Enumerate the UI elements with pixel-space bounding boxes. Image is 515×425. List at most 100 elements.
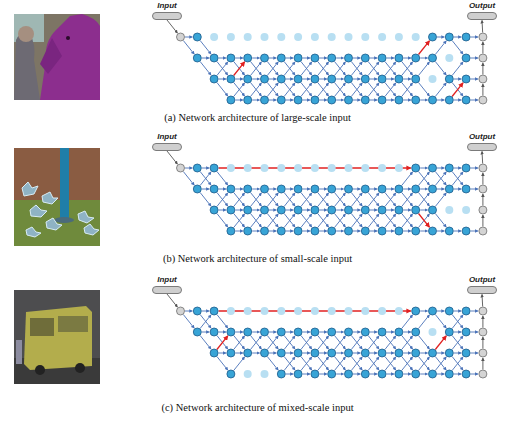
cell-connection [387, 353, 394, 354]
pruned-cell [361, 307, 369, 315]
cell-connection [301, 62, 312, 76]
cell-connection [335, 83, 346, 97]
cell-connection [219, 353, 226, 354]
active-cell [210, 75, 218, 83]
cell-connection [420, 311, 427, 312]
cell-connection [301, 62, 312, 76]
terminal-label: Input [152, 132, 182, 142]
cell-connection [267, 336, 278, 350]
io-terminal: Input [152, 275, 182, 294]
cell-connection [335, 83, 346, 97]
cell-connection [454, 79, 461, 80]
selected-path [435, 336, 446, 350]
cell-connection [303, 58, 310, 59]
cell-connection [353, 79, 360, 80]
active-cell [445, 227, 453, 235]
active-cell [378, 96, 386, 104]
cell-connection [368, 214, 379, 228]
cell-connection [234, 193, 245, 207]
cell-connection [403, 58, 410, 59]
cell-connection [235, 210, 242, 211]
cell-connection [335, 193, 346, 207]
cell-connection [301, 336, 312, 350]
active-cell [395, 206, 403, 214]
pruned-cell [244, 164, 252, 172]
cell-connection [167, 20, 177, 33]
cell-connection [385, 193, 396, 207]
cell-connection [252, 58, 259, 59]
cell-connection [318, 83, 329, 97]
active-cell [395, 328, 403, 336]
cell-connection [419, 62, 430, 76]
cell-connection [167, 294, 177, 307]
cell-connection [336, 231, 343, 232]
pruned-cell [445, 54, 453, 62]
io-cell [479, 75, 487, 83]
cell-connection [454, 311, 461, 312]
cell-connection [301, 193, 312, 207]
cell-connection [303, 332, 310, 333]
active-cell [462, 54, 470, 62]
bird-shape [30, 205, 47, 217]
active-cell [210, 164, 218, 172]
cell-connection [284, 193, 295, 207]
cell-connection [420, 231, 427, 232]
active-cell [244, 206, 252, 214]
active-cell [378, 75, 386, 83]
bird-shape [42, 192, 58, 204]
cell-connection [319, 58, 326, 59]
pole-base [54, 217, 74, 223]
cell-connection [286, 374, 293, 375]
io-cell [479, 307, 487, 315]
active-cell [361, 227, 369, 235]
active-cell [395, 96, 403, 104]
cell-connection [370, 210, 377, 211]
cell-connection [419, 357, 430, 371]
cell-connection [335, 193, 346, 207]
pruned-cell [445, 206, 453, 214]
cell-connection [402, 62, 413, 76]
cell-connection [185, 311, 192, 312]
cell-connection [387, 231, 394, 232]
cell-connection [319, 210, 326, 211]
cell-connection [403, 374, 410, 375]
cell-connection [200, 172, 211, 186]
active-cell [193, 307, 201, 315]
active-cell [193, 328, 201, 336]
pruned-cell [378, 307, 386, 315]
cell-connection [385, 357, 396, 371]
cell-connection [200, 315, 211, 329]
cell-connection [351, 336, 362, 350]
cell-connection [202, 332, 209, 333]
bus-window [58, 316, 88, 332]
active-cell [361, 206, 369, 214]
cell-connection [217, 62, 228, 76]
cell-connection [269, 353, 276, 354]
io-terminal: Output [467, 275, 497, 294]
cell-connection [217, 83, 228, 97]
active-cell [462, 349, 470, 357]
active-cell [294, 328, 302, 336]
active-cell [412, 227, 420, 235]
bus-window [30, 318, 54, 336]
cell-connection [318, 62, 329, 76]
cell-connection [219, 332, 226, 333]
active-cell [361, 328, 369, 336]
cell-connection [336, 58, 343, 59]
pruned-cell [328, 307, 336, 315]
cell-connection [251, 336, 262, 350]
active-cell [412, 96, 420, 104]
pruned-cell [412, 33, 420, 41]
cell-connection [269, 231, 276, 232]
active-cell [244, 54, 252, 62]
active-cell [193, 33, 201, 41]
cell-connection [452, 336, 463, 350]
cell-connection [402, 214, 413, 228]
cell-connection [437, 374, 444, 375]
cell-connection [402, 83, 413, 97]
cell-connection [217, 172, 228, 186]
active-cell [294, 54, 302, 62]
cell-connection [319, 79, 326, 80]
active-cell [277, 370, 285, 378]
